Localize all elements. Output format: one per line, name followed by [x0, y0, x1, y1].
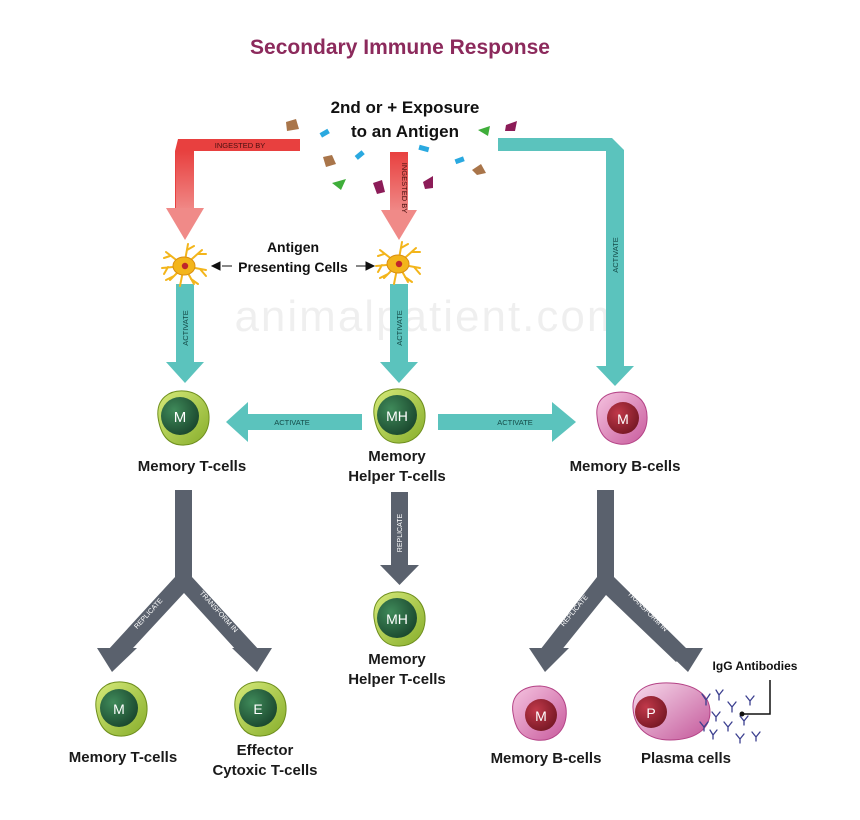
antigen-fragment-brown: [286, 119, 299, 131]
watermark: animalpatient.com: [234, 292, 626, 341]
activate-label-center-apc: ACTIVATE: [395, 310, 404, 346]
apc-cell-left: [161, 243, 207, 287]
diagram-title: Secondary Immune Response: [250, 36, 550, 59]
ingested-arrow-left: INGESTED BY: [166, 139, 300, 240]
memory-helper-top-label: Memory Helper T-cells: [322, 447, 472, 487]
antigen-fragment-brown: [323, 155, 336, 167]
antigen-fragments: [286, 119, 517, 194]
activate-label-mh-to-t: ACTIVATE: [274, 418, 310, 427]
igg-antibodies-icon: [699, 689, 761, 744]
antibodies-pointer: [739, 680, 771, 717]
memory-b-bottom-label: Memory B-cells: [472, 749, 620, 769]
effector-label-1: Effector: [236, 742, 294, 759]
memory-t-top-letter: M: [174, 409, 187, 426]
memory-helper-bottom-label-1: Memory: [368, 651, 426, 668]
memory-t-bottom-letter: M: [113, 701, 125, 717]
effector-letter: E: [253, 701, 262, 717]
activate-label-left-apc: ACTIVATE: [181, 310, 190, 346]
apc-label-line-2: Presenting Cells: [238, 259, 348, 275]
activate-arrow-left-apc: ACTIVATE: [166, 284, 204, 383]
memory-t-cell-bottom: M: [95, 681, 148, 737]
memory-helper-top-label-2: Helper T-cells: [348, 468, 446, 485]
igg-antibodies-label: IgG Antibodies: [712, 659, 798, 673]
activate-arrow-to-memory-b: ACTIVATE: [498, 138, 634, 386]
effector-label: Effector Cytoxic T-cells: [190, 741, 340, 781]
antigen-fragment-blue: [354, 150, 365, 160]
ingested-by-label-left: INGESTED BY: [215, 141, 265, 150]
exposure-line-2: to an Antigen: [351, 122, 459, 141]
memory-b-bottom-letter: M: [535, 708, 547, 724]
effector-label-2: Cytoxic T-cells: [212, 762, 318, 779]
memory-helper-bottom-label: Memory Helper T-cells: [322, 650, 472, 690]
apc-label-line-1: Antigen: [266, 239, 320, 255]
apc-pointer-right: [356, 261, 376, 271]
memory-t-bottom-label-1: Memory T-cells: [68, 749, 178, 766]
antigen-fragment-blue: [454, 156, 465, 165]
exposure-label: 2nd or + Exposure to an Antigen: [305, 96, 505, 144]
plasma-label: Plasma cells: [616, 749, 756, 769]
memory-helper-bottom-letter: MH: [386, 611, 408, 627]
memory-helper-top-letter: MH: [386, 408, 408, 424]
activate-label-right: ACTIVATE: [611, 237, 620, 273]
memory-t-top-label-1: Memory T-cells: [137, 458, 247, 475]
activate-arrow-mh-to-b: ACTIVATE: [438, 402, 576, 442]
antigen-fragment-blue: [319, 128, 330, 138]
antigen-fragment-purple: [373, 180, 385, 194]
memory-b-top-label: Memory B-cells: [552, 457, 698, 477]
memory-b-bottom-label-1: Memory B-cells: [490, 750, 602, 767]
branch-arrow-memory-b: REPLICATE TRANSFORM IN: [529, 490, 703, 672]
replicate-arrow-helper: REPLICATE: [380, 492, 419, 585]
antigen-fragment-blue: [418, 144, 430, 153]
memory-t-top-label: Memory T-cells: [112, 457, 272, 477]
memory-helper-cell-bottom: MH: [373, 591, 426, 647]
activate-label-mh-to-b: ACTIVATE: [497, 418, 533, 427]
memory-b-top-letter: M: [617, 411, 629, 427]
memory-b-cell-bottom: M: [512, 685, 567, 741]
antigen-fragment-green: [478, 126, 490, 136]
plasma-cell: P: [632, 682, 711, 741]
activate-arrow-center-apc: ACTIVATE: [380, 284, 418, 383]
ingested-by-label-center: INGESTED BY: [400, 163, 409, 213]
apc-pointer-left: [210, 261, 232, 271]
apc-cell-center: [375, 241, 421, 285]
antigen-fragment-brown: [472, 164, 486, 175]
plasma-label-1: Plasma cells: [640, 750, 732, 767]
memory-b-top-label-1: Memory B-cells: [569, 458, 681, 475]
memory-helper-cell-top: MH: [373, 388, 426, 444]
antigen-fragment-green: [332, 179, 346, 190]
memory-t-bottom-label: Memory T-cells: [48, 748, 198, 768]
memory-b-cell-top: M: [596, 391, 648, 445]
memory-helper-top-label-1: Memory: [368, 448, 426, 465]
activate-arrow-to-memory-t: ACTIVATE: [226, 402, 362, 442]
replicate-label-center: REPLICATE: [397, 513, 404, 552]
antigen-fragment-purple: [505, 121, 517, 131]
plasma-letter: P: [646, 705, 655, 721]
branch-arrow-memory-t: REPLICATE TRANSFORM IN: [97, 490, 272, 672]
memory-helper-bottom-label-2: Helper T-cells: [348, 671, 446, 688]
apc-label: Antigen Presenting Cells: [228, 237, 358, 277]
memory-t-cell-top: M: [157, 390, 210, 446]
exposure-line-1: 2nd or + Exposure: [330, 98, 480, 117]
antigen-fragment-purple: [423, 176, 433, 189]
ingested-arrow-center: INGESTED BY: [381, 152, 417, 240]
effector-t-cell: E: [234, 681, 287, 737]
